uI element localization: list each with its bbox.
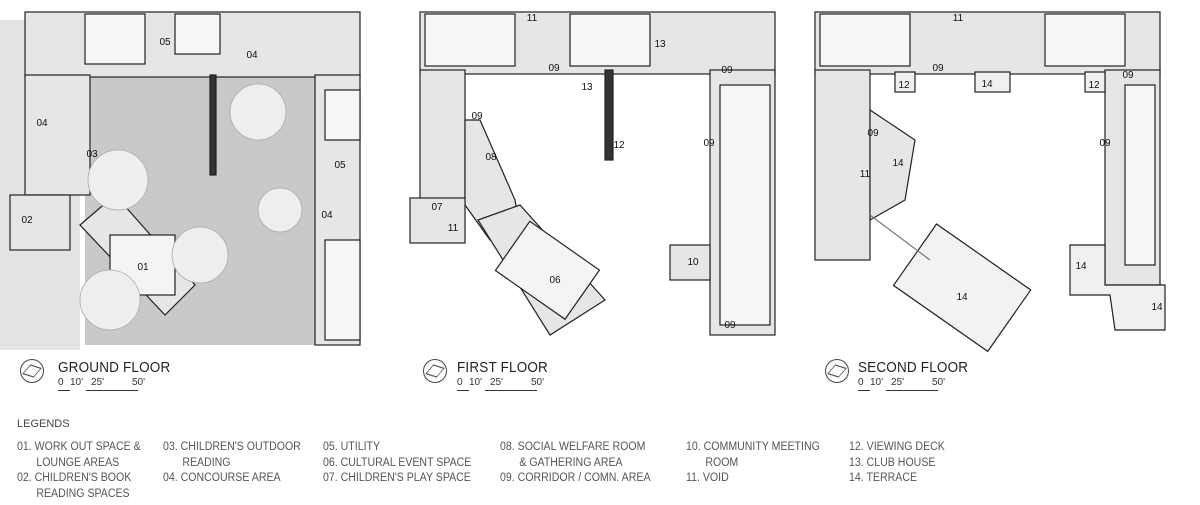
room-label: 10	[687, 257, 699, 268]
legend-column: 12. VIEWING DECK 13. CLUB HOUSE 14. TERRAC…	[849, 440, 945, 487]
room-label: 11	[953, 13, 964, 24]
scale-label: 10'	[870, 377, 884, 388]
room-label: 13	[654, 39, 666, 50]
room-label: 13	[581, 82, 593, 93]
room-label: 12	[898, 80, 910, 91]
legend-column: 05. UTILITY 06. CULTURAL EVENT SPACE 07. C…	[323, 440, 471, 487]
legend-item: 12. VIEWING DECK	[849, 441, 945, 453]
scale-label: 0	[457, 377, 463, 388]
scale-label: 50'	[132, 377, 146, 388]
room-label: 09	[471, 111, 483, 122]
room-label: 09	[867, 128, 879, 139]
room-label: 04	[321, 210, 333, 221]
room-label: 04	[36, 118, 48, 129]
legend-item: LOUNGE AREAS	[36, 456, 120, 469]
legend-item: 09. CORRIDOR / COMN. AREA	[500, 472, 651, 484]
room-label: 14	[892, 158, 904, 169]
legend-item: 06. CULTURAL EVENT SPACE	[323, 456, 472, 469]
room-label: 14	[1075, 261, 1087, 272]
ground-floor-plan	[0, 11, 361, 350]
room-label: 09	[721, 65, 733, 76]
plan-title-ground: GROUND FLOOR	[58, 359, 171, 376]
legend-item: 03. CHILDREN'S OUTDOOR	[163, 441, 301, 453]
scale-label: 25'	[490, 377, 504, 388]
plan-title-second: SECOND FLOOR	[858, 359, 969, 376]
north-arrow-icon	[423, 359, 447, 383]
legend-item: 08. SOCIAL WELFARE ROOM	[500, 441, 646, 453]
room-label: 04	[246, 50, 258, 61]
legend-item: 14. TERRACE	[849, 472, 918, 484]
scale-label: 0	[858, 377, 864, 388]
room-label: 06	[549, 275, 561, 286]
north-arrow-icon	[20, 359, 44, 383]
room-label: 09	[932, 63, 944, 74]
legend-column: 10. COMMUNITY MEETING ROOM 11. VOID	[686, 440, 820, 487]
room-label: 12	[1088, 80, 1100, 91]
floor-plans-drawing: 05 04 04 03 05 04 02 01 11 13 09 09 13 09 08 12 09 07 11 06…	[0, 11, 1166, 353]
legend-item: 05. UTILITY	[323, 441, 381, 453]
scale-label: 25'	[891, 377, 905, 388]
room-label: 01	[137, 262, 149, 273]
room-label: 11	[448, 223, 459, 234]
scale-label: 50'	[531, 377, 545, 388]
room-label: 07	[431, 202, 443, 213]
legend-item: READING	[182, 456, 231, 469]
legend-item: READING SPACES	[36, 487, 130, 500]
scale-label: 50'	[932, 377, 946, 388]
plan-title-first: FIRST FLOOR	[457, 359, 548, 376]
room-label: 11	[527, 13, 538, 24]
room-label: 09	[1122, 70, 1134, 81]
first-floor-plan	[409, 11, 776, 336]
room-label: 09	[703, 138, 715, 149]
legend-column: 01. WORK OUT SPACE & LOUNGE AREAS 02. CHIL…	[17, 440, 141, 502]
room-labels: 05 04 04 03 05 04 02 01 11 13 09 09 13 09 08 12 09 07 11 06…	[21, 13, 1163, 331]
room-label: 12	[613, 140, 625, 151]
legend-item: 04. CONCOURSE AREA	[163, 472, 281, 484]
legend-item: 01. WORK OUT SPACE &	[17, 441, 141, 453]
legend-item: 11. VOID	[686, 472, 729, 484]
room-label: 09	[724, 320, 736, 331]
room-label: 11	[860, 169, 871, 180]
room-label: 14	[981, 79, 993, 90]
room-label: 03	[86, 149, 98, 160]
legend-item: 02. CHILDREN'S BOOK	[17, 472, 132, 484]
room-label: 08	[485, 152, 497, 163]
legend-column: 03. CHILDREN'S OUTDOOR READING 04. CONCOUR…	[163, 440, 301, 487]
room-label: 02	[21, 215, 33, 226]
scale-label: 0	[58, 377, 64, 388]
room-label: 14	[956, 292, 968, 303]
north-arrow-icon	[825, 359, 849, 383]
room-label: 05	[334, 160, 346, 171]
legend-item: 10. COMMUNITY MEETING	[686, 441, 820, 453]
legend-item: 13. CLUB HOUSE	[849, 456, 936, 469]
scale-label: 25'	[91, 377, 105, 388]
legend-item: & GATHERING AREA	[519, 456, 623, 469]
room-label: 14	[1151, 302, 1163, 313]
second-floor-plan	[814, 11, 1166, 353]
legend-item: ROOM	[705, 456, 739, 469]
scale-label: 10'	[469, 377, 483, 388]
legend-column: 08. SOCIAL WELFARE ROOM & GATHERING AREA 0…	[500, 440, 651, 487]
legends-title: LEGENDS	[17, 418, 70, 430]
legend-item: 07. CHILDREN'S PLAY SPACE	[323, 472, 471, 484]
room-label: 05	[159, 37, 171, 48]
scale-label: 10'	[70, 377, 84, 388]
room-label: 09	[1099, 138, 1111, 149]
room-label: 09	[548, 63, 560, 74]
